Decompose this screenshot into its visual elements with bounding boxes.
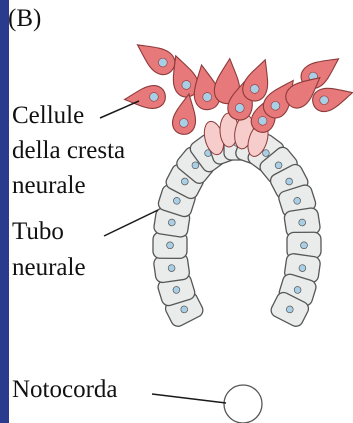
- leader-line-neural-tube: [104, 210, 158, 236]
- label-neural-crest-line1: Cellule: [12, 101, 84, 131]
- tube-cell-nucleus: [301, 242, 308, 249]
- label-neural-crest-line2: della cresta: [12, 136, 125, 166]
- neural-tube: [153, 125, 321, 328]
- label-neural-tube-line1: Tubo: [12, 217, 64, 247]
- leader-line-notochord: [152, 394, 226, 403]
- notochord: [224, 385, 262, 423]
- label-neural-crest-line3: neurale: [12, 171, 86, 201]
- tube-cell-nucleus: [167, 242, 174, 249]
- neural-crest-cell-body: [124, 85, 167, 111]
- panel-label: (B): [8, 4, 41, 34]
- leader-line-neural-crest: [100, 101, 139, 118]
- label-neural-tube-line2: neurale: [12, 253, 86, 283]
- label-notochord: Notocorda: [12, 375, 118, 405]
- neural-crest-cell-body: [131, 35, 180, 79]
- neural-crest-cell: [124, 85, 167, 111]
- neural-crest-cell: [131, 35, 180, 79]
